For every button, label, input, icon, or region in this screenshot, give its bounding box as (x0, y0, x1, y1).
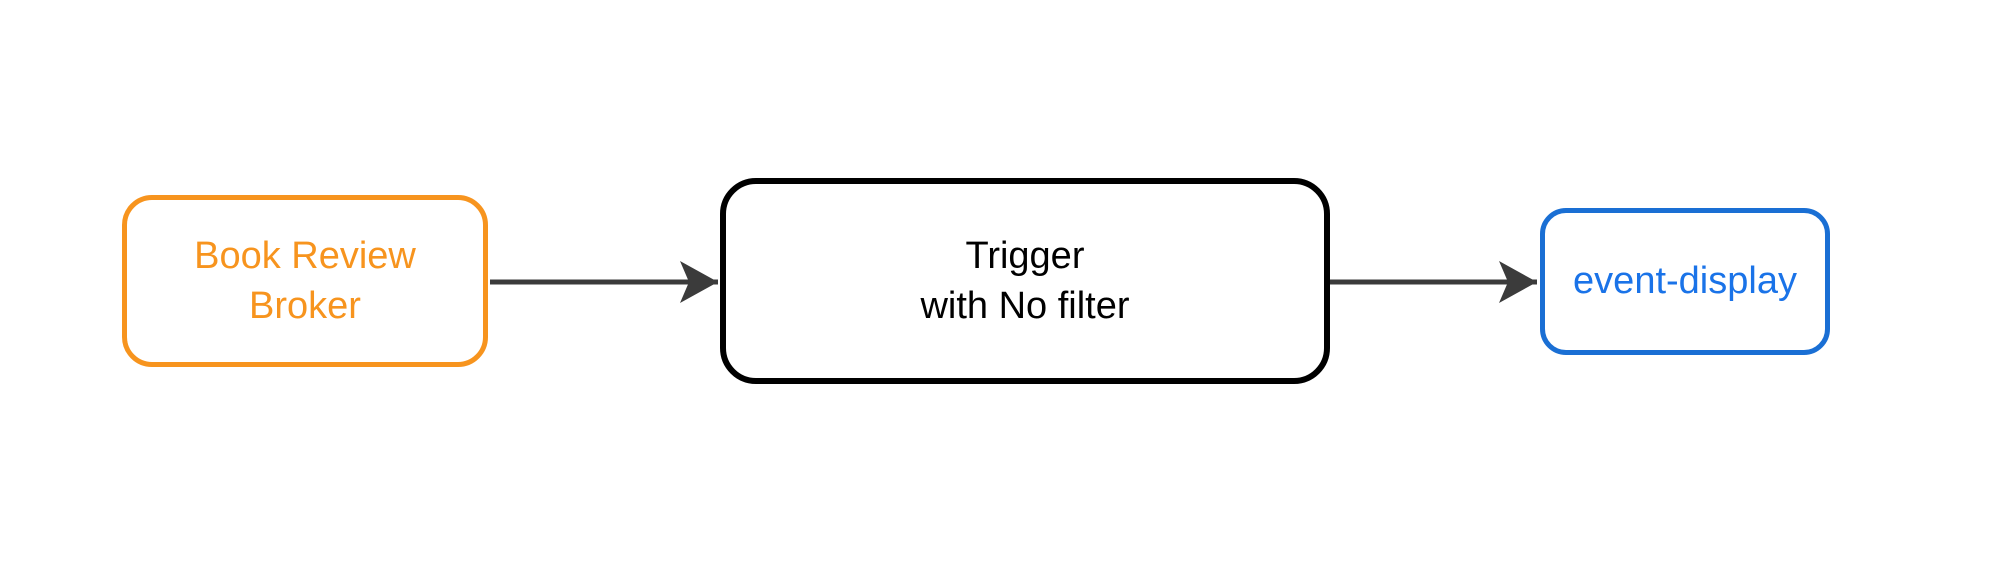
node-trigger-label-line2: with No filter (920, 285, 1130, 327)
node-book-review-broker-label-line2: Broker (249, 285, 361, 327)
node-book-review-broker-label-line1: Book Review (194, 234, 416, 277)
node-event-display: event-display (1540, 208, 1830, 355)
node-trigger: Trigger with No filter (720, 178, 1330, 384)
node-trigger-label-line1: Trigger (965, 234, 1085, 277)
node-event-display-label: event-display (1573, 260, 1797, 303)
node-book-review-broker: Book Review Broker (122, 195, 488, 367)
